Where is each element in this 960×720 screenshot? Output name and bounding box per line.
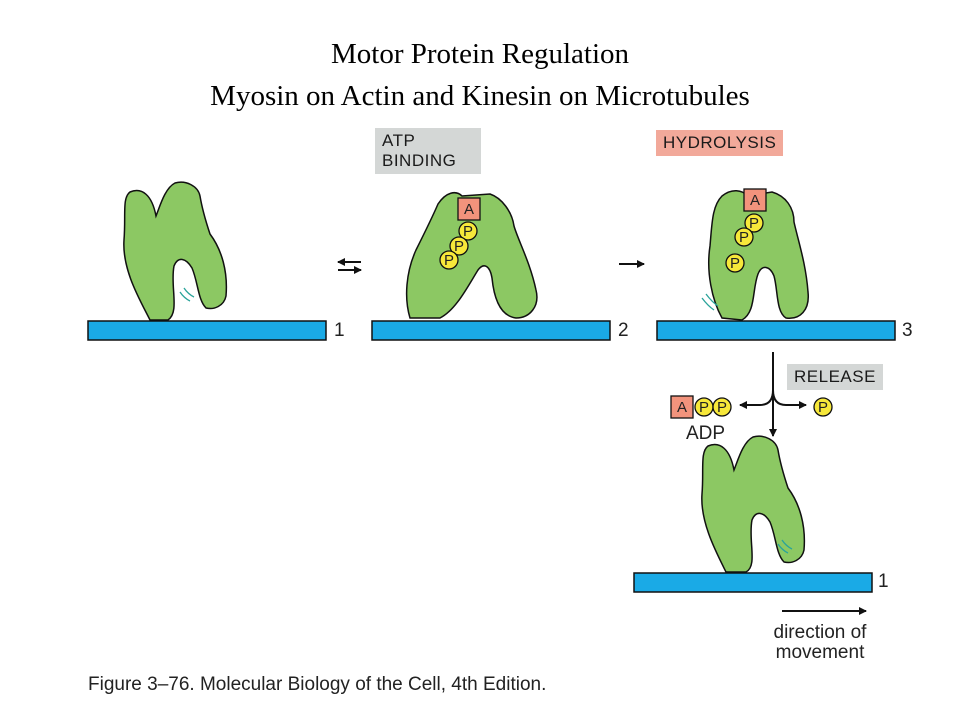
- phosphate-letter-3a: P: [749, 215, 759, 232]
- motor-state-1: [123, 181, 228, 321]
- site-number-1: 1: [334, 320, 345, 341]
- adp-adenosine-letter: A: [677, 399, 687, 416]
- phosphate-letter-2c: P: [444, 252, 454, 269]
- released-phosphate-letter: P: [818, 399, 828, 416]
- figure-caption: Figure 3–76. Molecular Biology of the Ce…: [88, 674, 547, 695]
- track-2: [371, 320, 611, 341]
- track-1: [87, 320, 327, 341]
- motion-lines-4: [777, 539, 793, 554]
- adp-phosphate-letter-2: P: [717, 399, 727, 416]
- release-arrow-left: [739, 389, 774, 409]
- track-3: [656, 320, 896, 341]
- phosphate-letter-2b: P: [454, 238, 464, 255]
- adenosine-letter-2: A: [464, 201, 474, 218]
- atp-binding-label: ATP BINDING: [375, 128, 481, 174]
- phosphate-group-3: P P P: [725, 213, 764, 273]
- site-number-2: 2: [618, 320, 629, 341]
- title-line-2: Myosin on Actin and Kinesin on Microtubu…: [210, 80, 750, 112]
- motor-state-3: [707, 190, 809, 321]
- motion-lines-3: [701, 293, 719, 311]
- phosphate-group-2: P P P: [439, 221, 478, 270]
- phosphate-letter-3c: P: [730, 255, 740, 272]
- adenosine-letter-3: A: [750, 192, 760, 209]
- adp-phosphate-letter-1: P: [699, 399, 709, 416]
- motion-lines-1: [179, 287, 195, 302]
- phosphate-letter-3b: P: [739, 229, 749, 246]
- adp-label: ADP: [686, 423, 726, 444]
- adenosine-box-2: [457, 197, 481, 221]
- track-4: [633, 572, 873, 593]
- site-number-3: 3: [902, 320, 913, 341]
- title-line-1: Motor Protein Regulation: [330, 38, 630, 70]
- motor-state-4: [701, 435, 806, 573]
- adp-adenosine-box: [670, 395, 694, 419]
- hydrolysis-label: HYDROLYSIS: [656, 130, 784, 156]
- adenosine-box-3: [743, 188, 767, 212]
- direction-label: direction of movement: [773, 622, 867, 663]
- site-number-4: 1: [878, 571, 889, 592]
- motor-state-2: [405, 191, 538, 319]
- phosphate-letter-2a: P: [463, 223, 473, 240]
- release-label: RELEASE: [787, 364, 883, 390]
- release-arrow-right: [772, 389, 807, 409]
